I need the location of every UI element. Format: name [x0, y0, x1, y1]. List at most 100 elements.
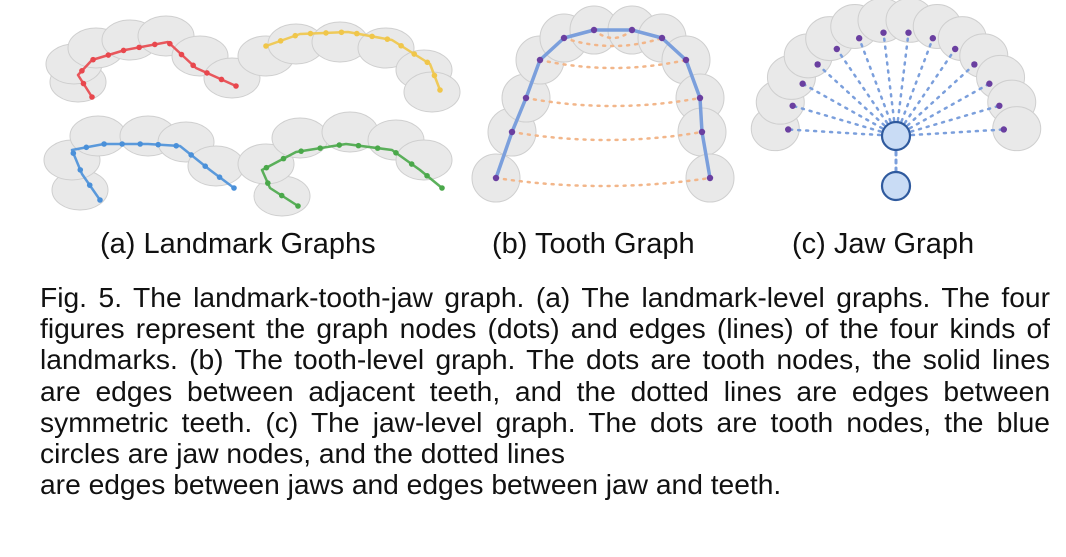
landmark-node [336, 142, 343, 148]
landmark-node [439, 185, 445, 191]
caption-body: Fig. 5. The landmark-tooth-jaw graph. (a… [40, 281, 1050, 470]
landmark-node [89, 94, 95, 100]
tooth-node [536, 56, 544, 64]
landmark-node [137, 141, 143, 147]
jaw-tooth-edge [791, 104, 898, 138]
jaw-tooth-edge [894, 31, 910, 138]
landmark-node [424, 59, 431, 66]
tooth-node [986, 80, 993, 87]
tooth-node [682, 56, 690, 64]
landmark-node [317, 145, 324, 151]
landmark-node [204, 70, 210, 76]
caption-last-line: are edges between jaws and edges between… [40, 468, 782, 501]
landmark-node [338, 29, 345, 36]
tooth-node [698, 128, 706, 136]
tooth-node [799, 80, 806, 87]
landmark-node [355, 142, 362, 149]
landmark-node [277, 38, 284, 44]
landmark-node [431, 72, 438, 79]
landmark-node [263, 164, 270, 171]
tooth-shape [403, 71, 461, 113]
tooth-shape [992, 106, 1042, 152]
landmark-node [80, 80, 87, 87]
jaw-tooth-edge [786, 128, 898, 138]
landmark-node [292, 32, 299, 39]
jaw-tooth-edge [882, 31, 898, 138]
tooth-node [1000, 126, 1007, 133]
tooth-node [560, 34, 568, 42]
landmark-node [216, 174, 223, 180]
subcaption-a: (a) Landmark Graphs [100, 228, 376, 260]
symmetric-edge [562, 36, 664, 48]
landmark-node [218, 76, 225, 83]
landmark-node [190, 62, 196, 69]
landmark-node [155, 141, 162, 148]
tooth-node [996, 102, 1003, 109]
landmark-node [101, 141, 107, 147]
adjacent-edge [494, 28, 712, 179]
tooth-node [696, 94, 704, 102]
landmark-node [233, 83, 239, 89]
landmark-node [424, 172, 430, 179]
tooth-node [951, 45, 959, 53]
landmark-node [167, 40, 173, 47]
landmark-node [173, 142, 180, 149]
tooth-shape [187, 145, 245, 187]
symmetric-edge [524, 96, 702, 108]
landmark-node [323, 30, 329, 36]
tooth-node [785, 126, 792, 133]
tooth-node [706, 174, 714, 182]
tooth-node [590, 26, 598, 34]
panel-tooth-graph [471, 5, 735, 203]
landmark-node [178, 51, 185, 58]
landmark-node [83, 144, 90, 151]
landmark-node [369, 33, 375, 40]
jaw-tooth-edge [801, 82, 898, 138]
tooth-node [658, 34, 666, 42]
panel-jaw-graph [750, 0, 1042, 202]
jaw-tooth-edge [894, 36, 935, 138]
jaw-tooth-edge [894, 82, 991, 138]
tooth-node [880, 29, 887, 36]
tooth-node [508, 128, 516, 136]
landmark-node [70, 150, 77, 157]
panel-landmark-graphs [43, 15, 461, 217]
figure-illustration [43, 0, 1042, 217]
landmark-node [265, 180, 271, 186]
landmark-node [152, 41, 158, 48]
tooth-node [628, 26, 636, 34]
jaw-tooth-edge [894, 63, 976, 138]
landmark-node [278, 192, 285, 199]
landmark-node [77, 167, 84, 173]
symmetric-edge [510, 130, 704, 142]
landmark-node [97, 197, 103, 203]
landmark-node [398, 42, 404, 49]
landmark-node [411, 51, 418, 57]
landmark-node [90, 56, 96, 63]
landmark-node [120, 47, 127, 54]
jaw-tooth-edge [857, 36, 898, 138]
landmark-node [79, 67, 85, 74]
landmark-node [105, 52, 112, 58]
tooth-node [789, 102, 796, 109]
landmark-node [136, 44, 142, 51]
landmark-node [188, 152, 194, 158]
figure-caption: Fig. 5. The landmark-tooth-jaw graph. (a… [40, 281, 1050, 501]
jaw-tooth-edge [894, 47, 957, 138]
jaw-tooth-edge [894, 104, 1001, 138]
landmark-node [307, 30, 314, 37]
landmark-node [393, 150, 399, 156]
tooth-node [814, 61, 821, 68]
tooth-shape [395, 139, 453, 181]
landmark-node [298, 148, 304, 154]
landmark-node [295, 203, 301, 209]
landmark-node [202, 163, 209, 169]
jaw-node [880, 170, 912, 202]
symmetric-edge [538, 58, 688, 70]
jaw-tooth-edge [835, 47, 898, 138]
tooth-node [971, 61, 978, 68]
tooth-node [833, 45, 841, 53]
tooth-node [492, 174, 500, 182]
subcaption-b: (b) Tooth Graph [492, 228, 695, 260]
jaw-node [880, 120, 912, 152]
